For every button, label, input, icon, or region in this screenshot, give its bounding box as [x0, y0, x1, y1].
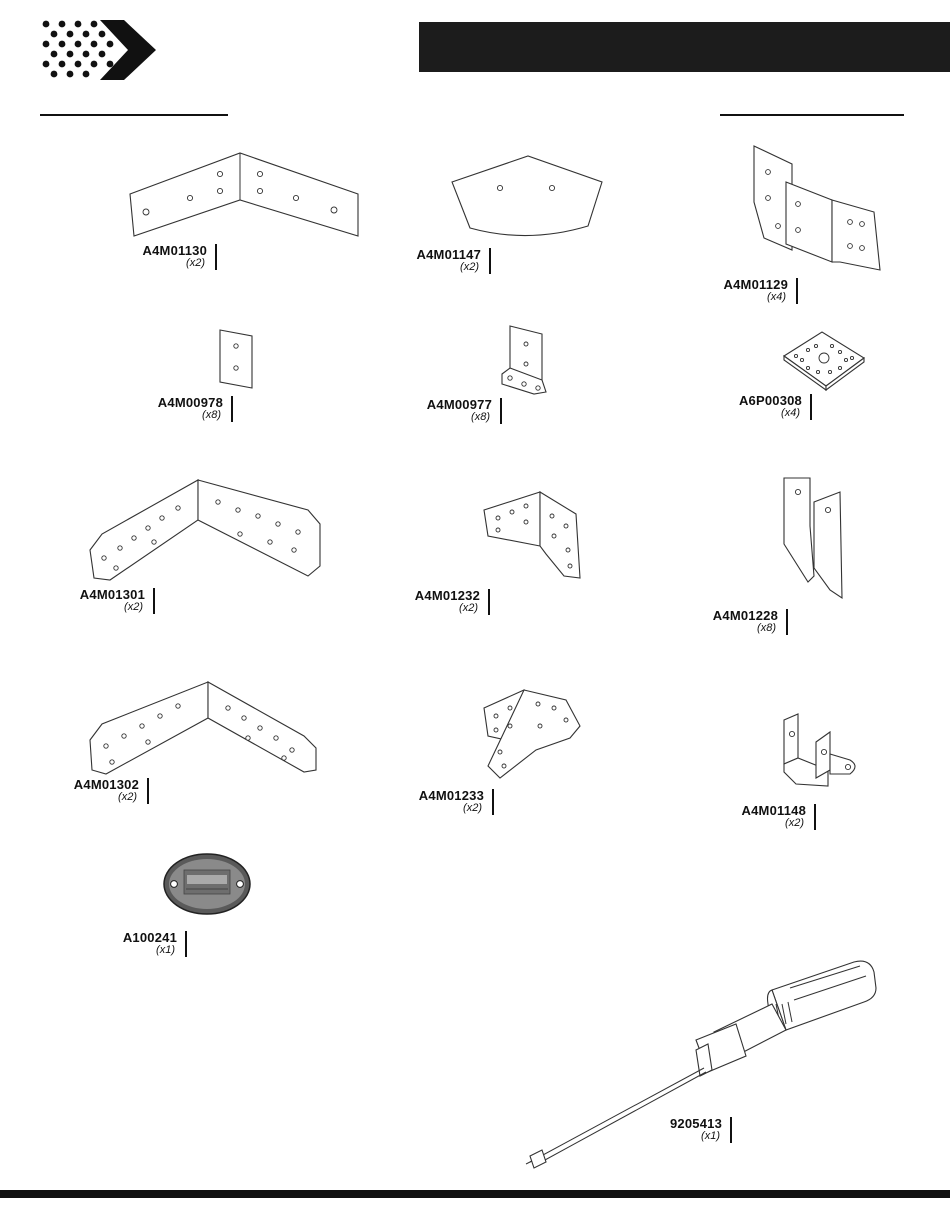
part-label: A4M01232 (x2) [415, 589, 490, 615]
part-code: A100241 [123, 931, 177, 944]
part-label: A4M00978 (x8) [158, 396, 233, 422]
part-qty: (x1) [670, 1130, 722, 1143]
part-code: A4M00977 [427, 398, 492, 411]
light-fixture-9205413-drawing [524, 948, 884, 1179]
nameplate-a100241-drawing [162, 852, 252, 921]
section-rule-right [720, 114, 904, 116]
bracket-a4m01148-drawing [780, 712, 864, 797]
part-code: A4M00978 [158, 396, 223, 409]
part-label: A4M01301 (x2) [80, 588, 155, 614]
bracket-a4m01301-drawing [88, 476, 328, 591]
section-rule-left [40, 114, 228, 116]
header-bar [419, 22, 950, 72]
part-code: A4M01301 [80, 588, 145, 601]
bracket-a4m01147-drawing [448, 152, 608, 249]
bracket-a4m01130-drawing [128, 150, 364, 245]
dotted-arrow-logo-icon [40, 18, 160, 82]
part-code: A4M01148 [742, 804, 806, 817]
bracket-a4m01302-drawing [88, 678, 324, 783]
part-qty: (x4) [739, 407, 802, 420]
part-qty: (x1) [123, 944, 177, 957]
part-label: A4M00977 (x8) [427, 398, 502, 424]
part-label: A4M01129 (x4) [724, 278, 798, 304]
part-label: A4M01148 (x2) [742, 804, 816, 830]
part-label: A4M01147 (x2) [417, 248, 491, 274]
bracket-a4m01233-drawing [480, 686, 586, 787]
part-qty: (x2) [143, 257, 207, 270]
part-code: A4M01232 [415, 589, 480, 602]
part-code: A4M01130 [143, 244, 207, 257]
part-qty: (x2) [80, 601, 145, 614]
part-qty: (x8) [713, 622, 778, 635]
part-qty: (x8) [158, 409, 223, 422]
base-plate-a6p00308-drawing [778, 328, 868, 397]
part-label: 9205413 (x1) [670, 1117, 732, 1143]
part-qty: (x2) [742, 817, 806, 830]
bracket-a4m01129-drawing [750, 142, 882, 279]
plate-a4m00978-drawing [218, 326, 258, 397]
part-code: 9205413 [670, 1117, 722, 1130]
part-code: A4M01147 [417, 248, 481, 261]
part-label: A4M01233 (x2) [419, 789, 494, 815]
part-label: A4M01302 (x2) [74, 778, 149, 804]
part-label: A4M01228 (x8) [713, 609, 788, 635]
part-label: A4M01130 (x2) [143, 244, 217, 270]
part-qty: (x2) [415, 602, 480, 615]
part-qty: (x2) [74, 791, 139, 804]
part-qty: (x8) [427, 411, 492, 424]
part-code: A4M01228 [713, 609, 778, 622]
bracket-a4m01232-drawing [480, 488, 586, 587]
part-code: A4M01233 [419, 789, 484, 802]
footer-bar [0, 1190, 950, 1198]
part-label: A100241 (x1) [123, 931, 187, 957]
part-qty: (x4) [724, 291, 788, 304]
part-label: A6P00308 (x4) [739, 394, 812, 420]
part-code: A4M01129 [724, 278, 788, 291]
part-qty: (x2) [419, 802, 484, 815]
bracket-a4m01228-drawing [780, 474, 846, 605]
part-qty: (x2) [417, 261, 481, 274]
bracket-a4m00977-drawing [500, 322, 550, 401]
part-code: A4M01302 [74, 778, 139, 791]
part-code: A6P00308 [739, 394, 802, 407]
